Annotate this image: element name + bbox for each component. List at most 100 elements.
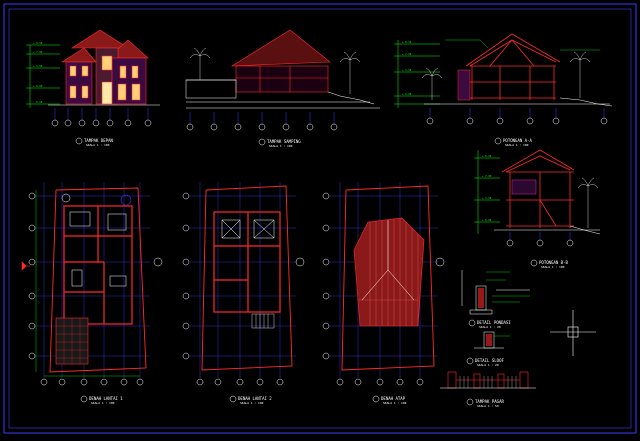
- section-b-room: [511, 179, 537, 195]
- section-b-level-labels: + 8.50 + 7.00 + 3.50 + 0.00: [482, 154, 492, 222]
- side-elev-base: [185, 79, 380, 109]
- elev-label: + 3.50: [402, 68, 412, 72]
- sheet-outer-border: [3, 3, 637, 434]
- view-scale: SKALA 1 : 100: [383, 401, 407, 405]
- plan2-site-boundary: [201, 185, 293, 371]
- view-title: TAMPAK PAGAR: [475, 399, 504, 404]
- palm-tree-icon: [577, 177, 599, 228]
- sheet-inner-border: [8, 8, 632, 429]
- front-elev-grid-lines: [54, 108, 149, 120]
- view-scale: SKALA 1 : 20: [479, 325, 501, 329]
- plan2-stair: [251, 313, 275, 329]
- section-a-level-labels: + 8.50 + 7.00 + 3.50 + 0.00: [402, 40, 412, 96]
- section-cut-bubble: [153, 257, 163, 267]
- view-title-bubble: [466, 398, 474, 406]
- view-title: TAMPAK DEPAN: [84, 138, 113, 143]
- plan2-void: [221, 219, 275, 239]
- fence-bars: [459, 376, 517, 388]
- elev-label: + 0.00: [482, 218, 492, 222]
- detail-2-view[interactable]: DETAIL SLOOF SKALA 1 : 20: [466, 331, 510, 367]
- view-title: DENAH ATAP: [381, 396, 406, 401]
- view-title-bubble: [258, 138, 266, 146]
- elev-label: + 8.50: [33, 41, 43, 45]
- section-b-grid-lines: [509, 232, 571, 240]
- view-title-bubble: [466, 357, 474, 365]
- plan1-site-boundary: [49, 187, 147, 373]
- floor-plan-2-view[interactable]: DENAH LANTAI 2 SKALA 1 : 100: [182, 182, 305, 405]
- palm-tree-icon: [189, 47, 211, 80]
- elev-label: + 0.00: [33, 84, 43, 88]
- view-title-bubble: [80, 395, 88, 403]
- view-title-bubble: [494, 137, 502, 145]
- section-a-wall: [457, 69, 471, 101]
- section-a-grid-bubbles: [426, 117, 608, 125]
- view-title-bubble: [229, 395, 237, 403]
- view-scale: SKALA 1 : 100: [240, 401, 264, 405]
- section-b-grid-bubbles: [506, 239, 574, 247]
- view-title: POTONGAN B-B: [539, 260, 568, 265]
- view-title-bubble: [372, 395, 380, 403]
- front-elev-dimensions: [26, 44, 60, 108]
- detail2-drawing: [474, 331, 504, 349]
- elev-label: + 3.50: [482, 196, 492, 200]
- elev-label: + 7.00: [33, 50, 43, 54]
- elev-label: + 3.50: [33, 64, 43, 68]
- view-title: POTONGAN A-A: [503, 138, 532, 143]
- fence-elevation-view[interactable]: TAMPAK PAGAR SKALA 1 : 50: [440, 371, 536, 408]
- view-scale: SKALA 1 : 50: [477, 404, 499, 408]
- detail1-leaders: [486, 271, 530, 303]
- view-title: TAMPAK SAMPING: [267, 139, 301, 144]
- elev-label: + 7.00: [402, 52, 412, 56]
- view-title: DENAH LANTAI 1: [89, 396, 123, 401]
- view-title: DETAIL PONDASI: [477, 320, 511, 325]
- side-elev-grid-lines: [189, 112, 335, 124]
- view-scale: SKALA 1 : 100: [541, 265, 565, 269]
- view-title-bubble: [468, 319, 476, 327]
- view-scale: SKALA 1 : 100: [269, 144, 293, 148]
- side-elevation-view[interactable]: TAMPAK SAMPING SKALA 1 : 100: [185, 29, 380, 148]
- section-cut-bubble: [295, 257, 305, 267]
- front-elev-grid-bubbles: [51, 119, 152, 127]
- section-cut-bubble: [435, 257, 445, 267]
- plan1-walls: [63, 205, 133, 325]
- section-a-dimensions: [394, 40, 440, 108]
- plan1-dimension-lines: [35, 190, 140, 377]
- roof-tiles: [353, 217, 425, 327]
- section-a-grid-lines: [429, 108, 605, 118]
- elev-label: + 8.50: [402, 40, 412, 44]
- view-scale: SKALA 1 : 100: [91, 401, 115, 405]
- view-scale: SKALA 1 : 100: [86, 143, 110, 147]
- detail-1-view[interactable]: DETAIL PONDASI SKALA 1 : 20: [461, 270, 530, 329]
- side-elev-grid-bubbles: [186, 123, 338, 131]
- crosshair-icon[interactable]: [550, 310, 596, 356]
- plan1-grid-bubbles: [28, 192, 144, 386]
- view-title-bubble: [530, 259, 538, 267]
- view-scale: SKALA 1 : 20: [477, 363, 499, 367]
- front-elev-house: [60, 29, 149, 105]
- section-b-ground: [494, 225, 601, 235]
- section-a-view[interactable]: + 8.50 + 7.00 + 3.50 + 0.00: [394, 33, 613, 147]
- section-a-ground: [424, 97, 613, 107]
- roof-plan-view[interactable]: DENAH ATAP SKALA 1 : 100: [322, 182, 445, 405]
- plan1-furniture: [61, 193, 132, 287]
- section-a-annotation-leaders: [445, 39, 600, 51]
- elev-label: + 7.00: [482, 174, 492, 178]
- front-elevation-view[interactable]: + 8.50 + 7.00 + 3.50 + 0.00 - 0.50: [26, 29, 160, 147]
- palm-tree-icon: [339, 51, 361, 94]
- roof-site-boundary: [341, 185, 435, 371]
- side-elev-house: [230, 29, 331, 93]
- detail1-concrete: [478, 288, 484, 308]
- section-b-view[interactable]: + 8.50 + 7.00 + 3.50 + 0.00: [474, 149, 601, 269]
- plan2-walls: [213, 211, 281, 313]
- floor-plan-1-view[interactable]: DENAH LANTAI 1 SKALA 1 : 100: [21, 182, 163, 405]
- view-title: DENAH LANTAI 2: [238, 396, 272, 401]
- elev-label: - 0.50: [33, 100, 43, 104]
- detail1-drawing: [461, 270, 530, 315]
- view-title-bubble: [75, 137, 83, 145]
- section-a-structure: [465, 33, 561, 100]
- front-elev-level-labels: + 8.50 + 7.00 + 3.50 + 0.00 - 0.50: [33, 41, 43, 104]
- section-b-structure: [501, 149, 575, 228]
- plan1-carport-hatch: [56, 318, 88, 364]
